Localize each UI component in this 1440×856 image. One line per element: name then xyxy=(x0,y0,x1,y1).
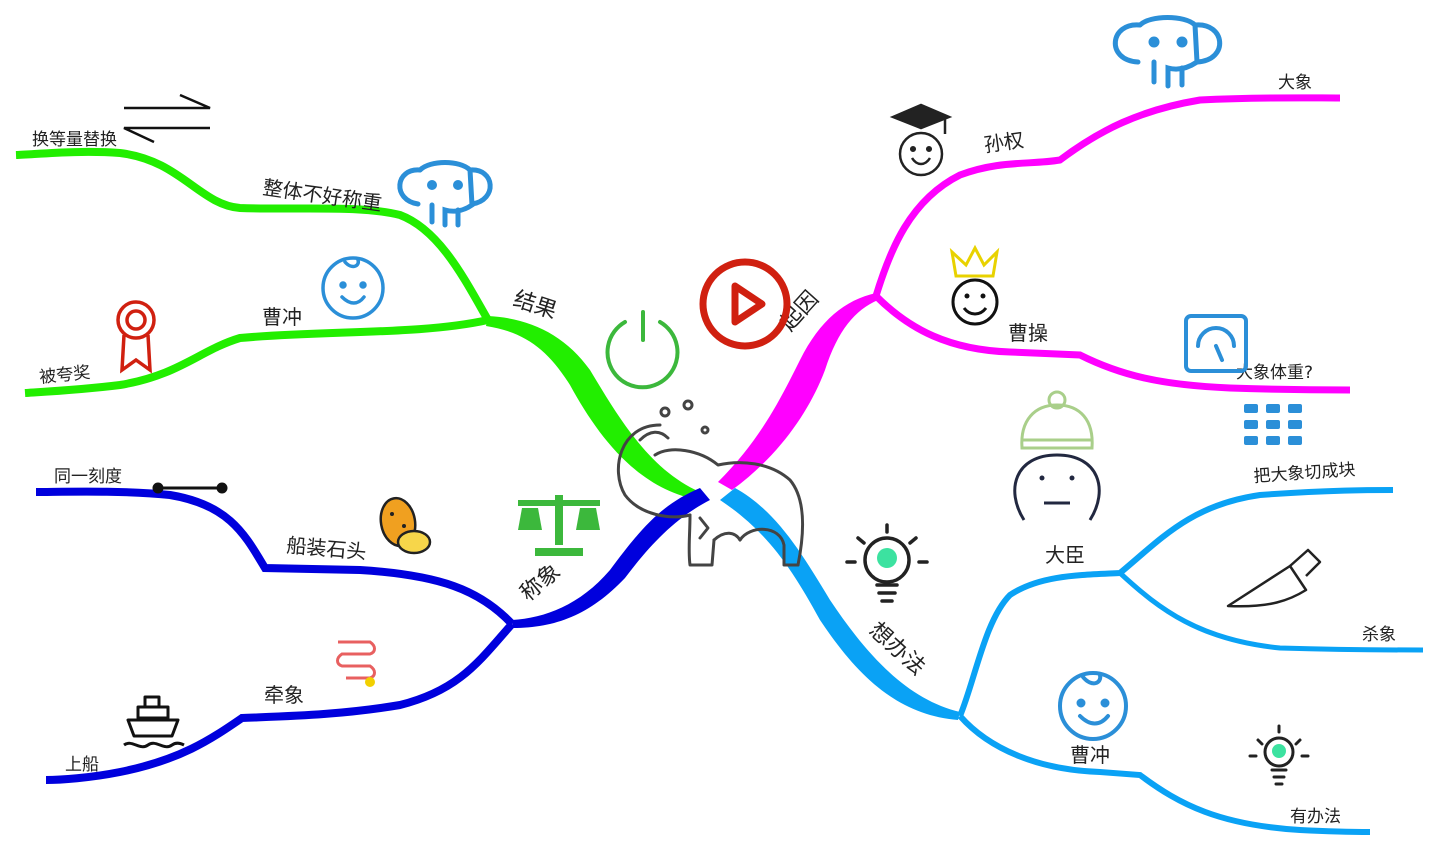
minister-face-icon xyxy=(1013,390,1101,521)
branch-result xyxy=(15,147,700,500)
connector-method-mid xyxy=(1118,571,1424,653)
leaf-label-method-1: 杀象 xyxy=(1362,625,1396,645)
branch-label-weigh: 称象 xyxy=(516,559,566,606)
scale-icon xyxy=(518,495,600,556)
leaf-label-method-0: 把大象切成块 xyxy=(1253,460,1356,487)
sub-label-cause-1: 曹操 xyxy=(1008,321,1048,345)
trunk-weigh xyxy=(512,488,710,628)
branch-weigh xyxy=(35,487,710,784)
leaf-label-weigh-1: 上船 xyxy=(65,755,99,775)
connector-cause-lower xyxy=(873,293,1351,394)
elephant-face-icon-left xyxy=(397,160,493,228)
gauge-icon xyxy=(1184,314,1248,373)
connector-weigh-upper xyxy=(35,487,515,627)
knife-icon xyxy=(1226,548,1322,608)
leaf-label-result-1: 被夸奖 xyxy=(38,363,91,388)
connector-result-lower xyxy=(24,316,489,397)
swap-arrows-icon xyxy=(123,93,211,144)
leaf-label-cause-1: 大象体重? xyxy=(1236,363,1313,383)
connector-cause-upper xyxy=(872,94,1341,298)
potato-icon xyxy=(379,496,432,555)
leaf-label-result-0: 换等量替换 xyxy=(32,130,117,150)
lightbulb-icon-small xyxy=(1248,724,1310,786)
elephant-icon xyxy=(616,399,805,567)
spring-icon xyxy=(336,640,376,687)
ship-icon xyxy=(123,695,185,749)
power-icon xyxy=(605,310,680,390)
graduate-face-icon xyxy=(889,103,953,177)
branch-cause xyxy=(718,94,1351,490)
elephant-face-icon-right xyxy=(1112,15,1223,89)
baby-face-icon xyxy=(321,256,385,320)
connector-method-upper xyxy=(957,487,1394,718)
lightbulb-icon xyxy=(845,523,929,603)
branch-method xyxy=(720,487,1424,835)
baby-face-icon-method xyxy=(1058,671,1128,741)
medal-icon xyxy=(116,300,156,374)
connector-weigh-lower xyxy=(45,621,515,784)
trunk-cause xyxy=(718,293,878,490)
king-face-icon xyxy=(949,244,1000,326)
sub-label-weigh-1: 牵象 xyxy=(264,683,304,707)
leaf-label-cause-0: 大象 xyxy=(1278,73,1312,93)
grid-icon xyxy=(1244,404,1302,445)
sub-label-method-1: 曹冲 xyxy=(1070,743,1110,767)
leaf-label-weigh-0: 同一刻度 xyxy=(54,467,122,487)
sub-label-weigh-0: 船装石头 xyxy=(286,533,368,564)
connector-result-upper xyxy=(15,147,492,322)
sub-label-method-0: 大臣 xyxy=(1045,543,1085,567)
trunk-method xyxy=(720,488,960,720)
branch-label-result: 结果 xyxy=(510,287,560,324)
trunk-result xyxy=(486,316,700,500)
sub-label-cause-0: 孙权 xyxy=(982,128,1025,157)
leaf-label-method-2: 有办法 xyxy=(1290,807,1341,827)
play-icon xyxy=(699,258,791,350)
sub-label-result-1: 曹冲 xyxy=(262,305,302,329)
connector-method-lower xyxy=(957,714,1371,835)
line-icon xyxy=(152,482,228,494)
